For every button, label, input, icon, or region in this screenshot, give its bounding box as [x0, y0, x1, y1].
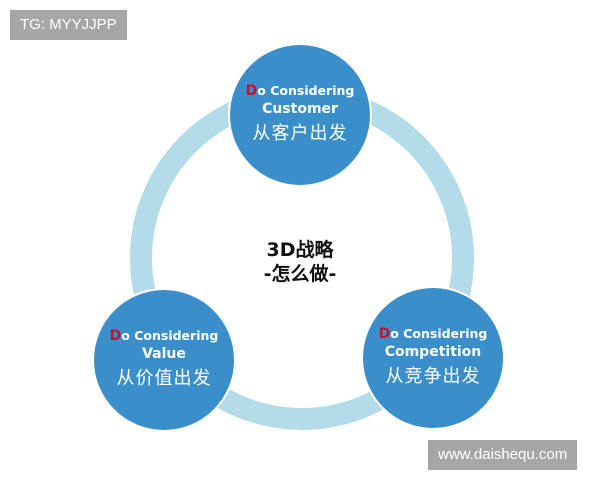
node-value: Do Considering Value 从价值出发	[94, 290, 234, 430]
node-chinese: 从客户出发	[252, 123, 348, 144]
accent-letter: D	[109, 328, 122, 344]
accent-letter: D	[378, 326, 391, 342]
node-competition: Do Considering Competition 从竞争出发	[363, 288, 503, 428]
node-english: Customer	[262, 101, 338, 117]
node-prefix: Do Considering	[246, 83, 355, 99]
node-chinese: 从竞争出发	[385, 366, 481, 387]
watermark-top-left: TG: MYYJJPP	[10, 10, 127, 40]
node-english: Competition	[384, 344, 482, 360]
prefix-text: o Considering	[390, 326, 488, 341]
node-prefix: Do Considering	[379, 326, 488, 342]
node-english: Value	[142, 346, 186, 362]
node-customer: Do Considering Customer 从客户出发	[230, 45, 370, 185]
center-label: 3D战略 -怎么做-	[230, 238, 370, 286]
watermark-bottom-right: www.daishequ.com	[428, 440, 578, 470]
prefix-text: o Considering	[257, 83, 355, 98]
center-title: 3D战略	[266, 239, 334, 261]
accent-letter: D	[245, 83, 258, 99]
prefix-text: o Considering	[121, 328, 219, 343]
node-prefix: Do Considering	[110, 328, 219, 344]
node-chinese: 从价值出发	[116, 368, 212, 389]
center-subtitle: -怎么做-	[263, 263, 337, 285]
